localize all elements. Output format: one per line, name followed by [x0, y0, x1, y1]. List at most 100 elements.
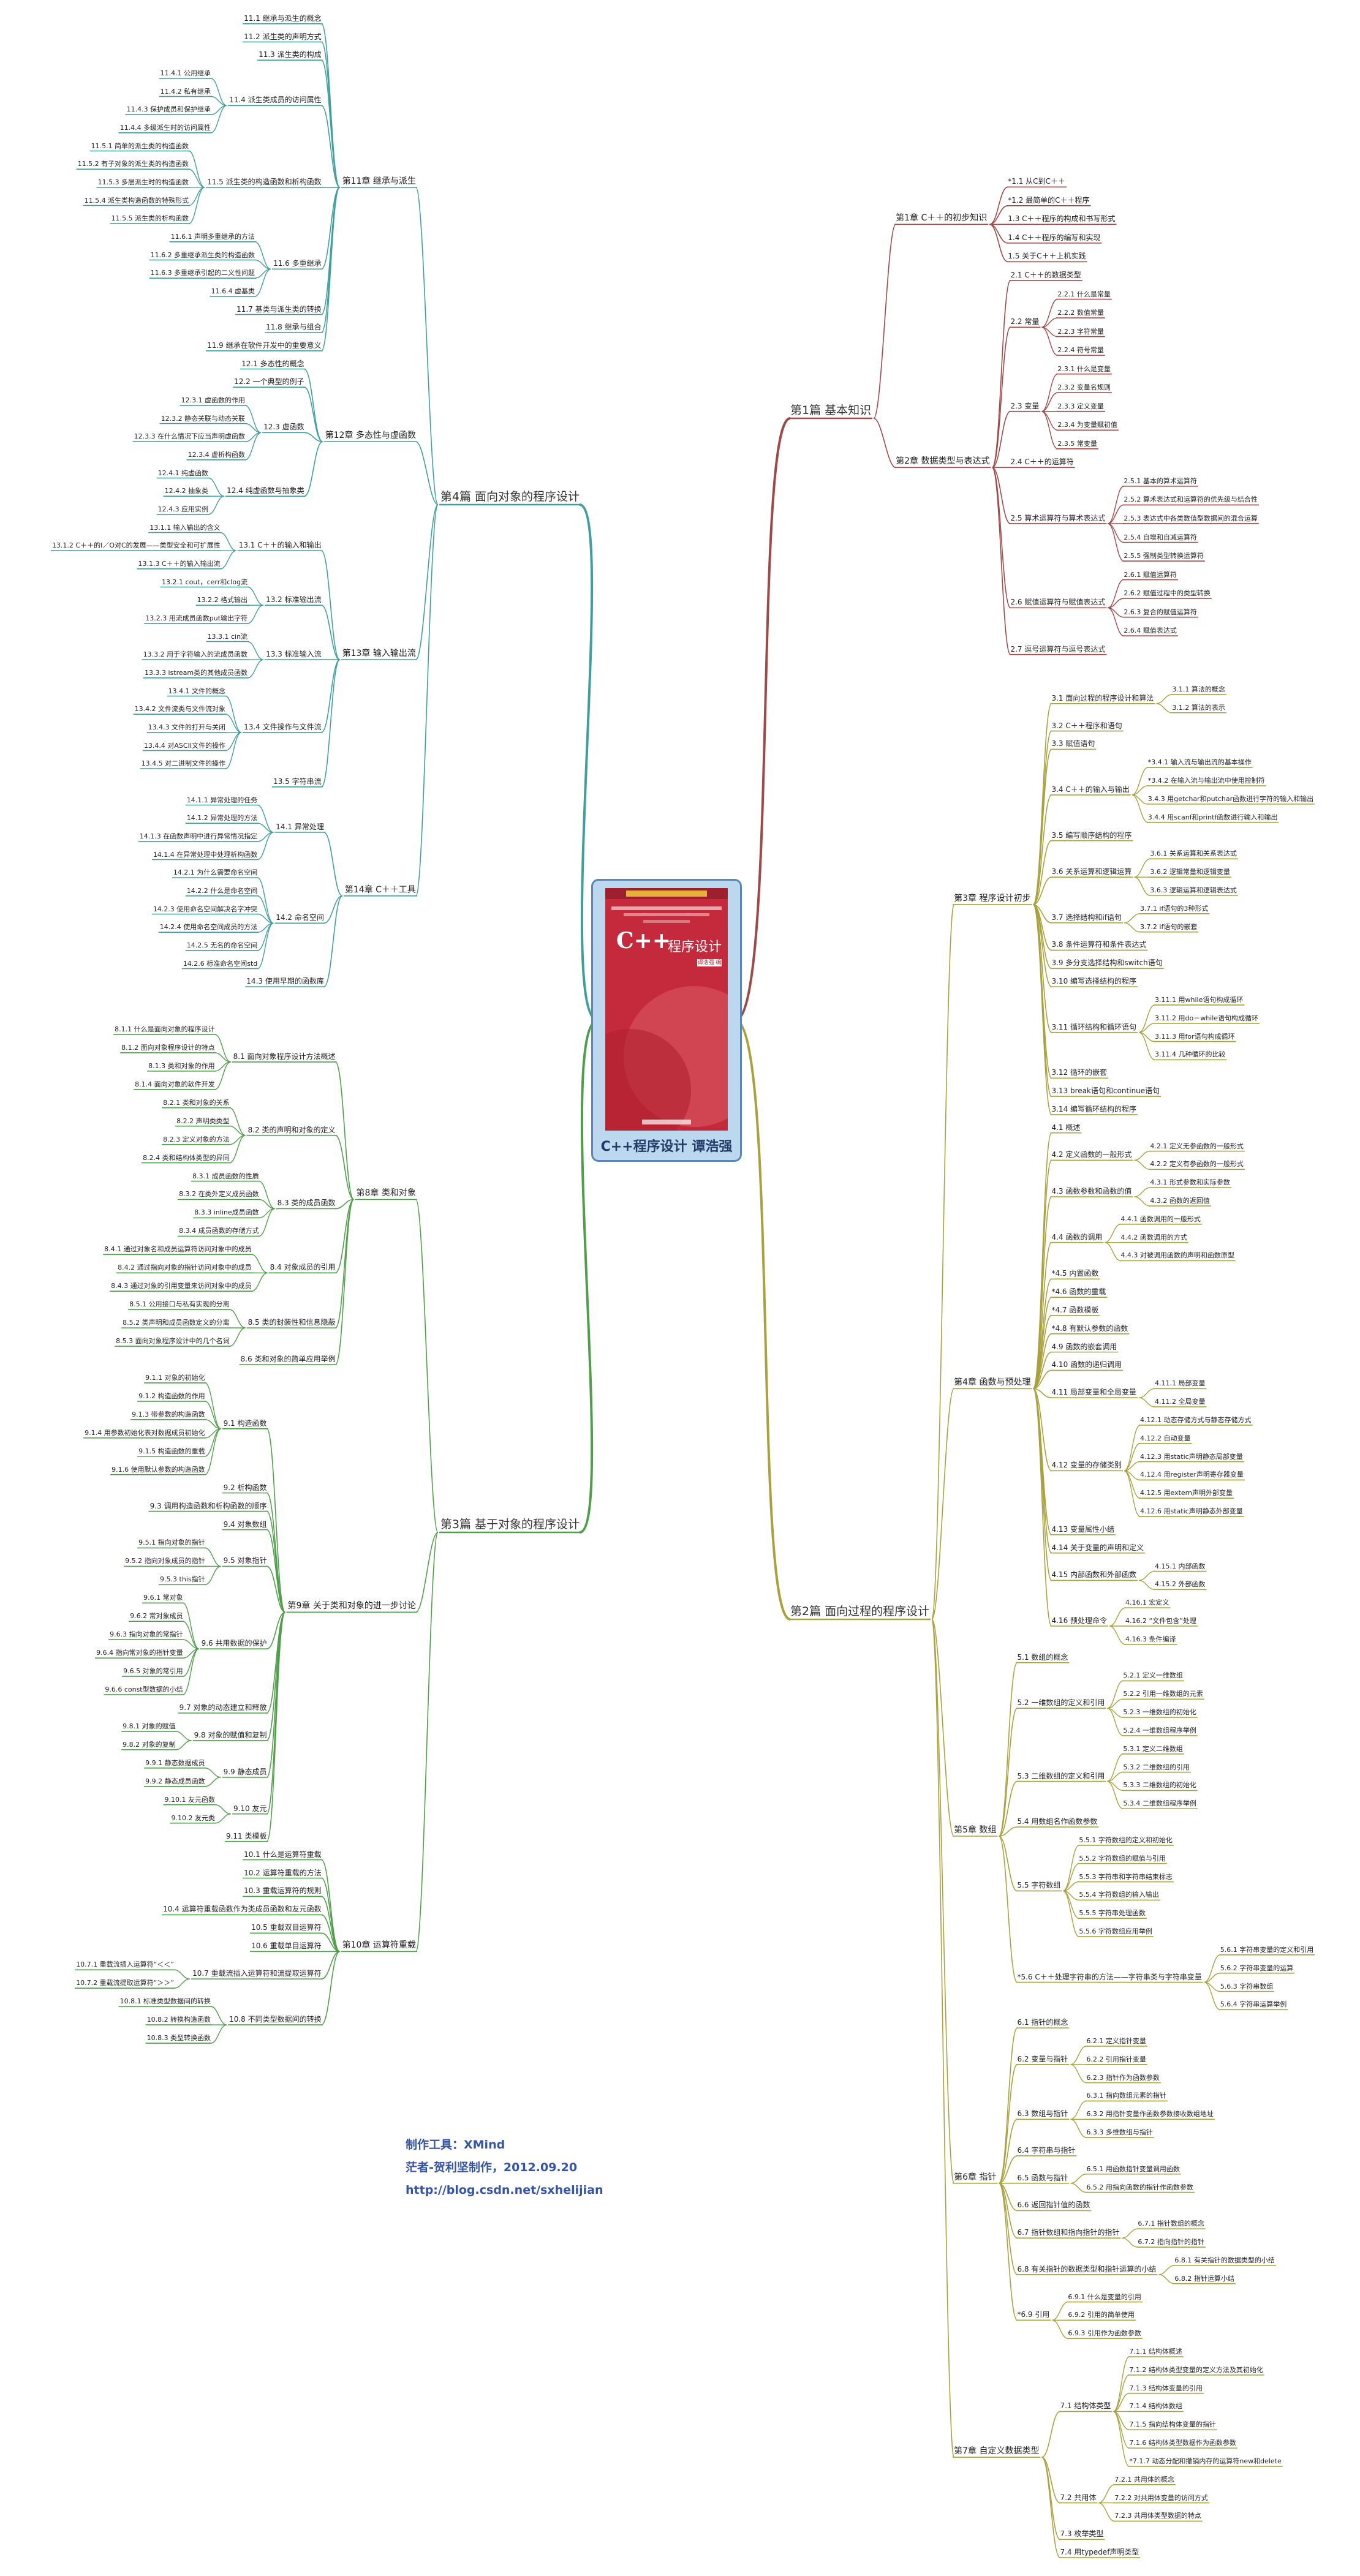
subtopic-9-1-2[interactable]: 9.1.2 构造函数的作用: [138, 1392, 205, 1400]
subtopic-5-6-4[interactable]: 5.6.4 字符串运算举例: [1220, 2000, 1287, 2009]
topic-10-8[interactable]: 10.8 不同类型数据间的转换: [229, 2015, 322, 2024]
subtopic-7-2-3[interactable]: 7.2.3 共用体类型数据的特点: [1114, 2512, 1201, 2520]
subtopic-8-1-1[interactable]: 8.1.1 什么是面向对象的程序设计: [115, 1025, 215, 1033]
subtopic-13-3-2[interactable]: 13.3.2 用于字符输入的流成员函数: [143, 650, 248, 659]
subtopic-4-11-2[interactable]: 4.11.2 全局变量: [1155, 1398, 1206, 1406]
topic-11-1[interactable]: 11.1 继承与派生的概念: [244, 13, 322, 23]
subtopic-6-2-1[interactable]: 6.2.1 定义指针变量: [1086, 2036, 1146, 2045]
topic-9-9[interactable]: 9.9 静态成员: [223, 1767, 267, 1776]
subtopic-14-2-1[interactable]: 14.2.1 为什么需要命名空间: [173, 868, 258, 877]
subtopic-10-7-2[interactable]: 10.7.2 重载流提取运算符“＞＞”: [76, 1979, 175, 1987]
subtopic-9-6-5[interactable]: 9.6.5 对象的常引用: [123, 1667, 183, 1676]
subtopic-11-4-3[interactable]: 11.4.3 保护成员和保护继承: [126, 105, 211, 114]
topic-11-7[interactable]: 11.7 基类与派生类的转换: [236, 304, 322, 314]
subtopic-13-2-2[interactable]: 13.2.2 格式输出: [197, 596, 248, 604]
topic-3-3[interactable]: 3.3 赋值语句: [1051, 739, 1095, 748]
topic-11-8[interactable]: 11.8 继承与组合: [266, 323, 322, 332]
subtopic-7-1-5[interactable]: 7.1.5 指向结构体变量的指针: [1129, 2420, 1216, 2429]
topic-2-6[interactable]: 2.6 赋值运算符与赋值表达式: [1010, 598, 1106, 607]
subtopic-11-6-1[interactable]: 11.6.1 声明多重继承的方法: [170, 232, 255, 241]
subtopic-5-5-5[interactable]: 5.5.5 字符串处理函数: [1079, 1909, 1146, 1918]
topic-14-3[interactable]: 14.3 使用早期的函数库: [246, 977, 324, 986]
subtopic-9-9-2[interactable]: 9.9.2 静态成员函数: [145, 1777, 205, 1785]
subtopic-9-10-1[interactable]: 9.10.1 友元函数: [164, 1795, 215, 1804]
subtopic-2-5-1[interactable]: 2.5.1 基本的算术运算符: [1124, 476, 1197, 485]
subtopic-2-6-4[interactable]: 2.6.4 赋值表达式: [1124, 627, 1177, 635]
subtopic-5-5-4[interactable]: 5.5.4 字符数组的输入输出: [1079, 1891, 1159, 1899]
subtopic-6-9-3[interactable]: 6.9.3 引用作为函数参数: [1068, 2329, 1141, 2338]
topic-13-1[interactable]: 13.1 C＋＋的输入和输出: [238, 541, 322, 550]
chapter-1-2[interactable]: 第2章 数据类型与表达式: [896, 456, 990, 467]
subtopic-8-3-4[interactable]: 8.3.4 成员函数的存储方式: [179, 1227, 259, 1235]
subtopic-14-1-3[interactable]: 14.1.3 在函数声明中进行异常情况指定: [139, 832, 258, 840]
part-4-topic[interactable]: 第4篇 面向对象的程序设计: [440, 490, 580, 503]
central-topic[interactable]: C++ 程序设计 谭浩强 编著 C++程序设计 谭浩强: [591, 879, 742, 1162]
subtopic-13-3-1[interactable]: 13.3.1 cin流: [207, 632, 248, 641]
subtopic-12-3-1[interactable]: 12.3.1 虚函数的作用: [181, 396, 246, 404]
subtopic-9-10-2[interactable]: 9.10.2 友元类: [171, 1813, 215, 1822]
subtopic-9-5-3[interactable]: 9.5.3 this指针: [160, 1575, 205, 1584]
subtopic-9-1-3[interactable]: 9.1.3 带参数的构造函数: [132, 1410, 205, 1418]
subtopic-9-6-4[interactable]: 9.6.4 指向常对象的指针变量: [96, 1649, 183, 1657]
topic-9-11[interactable]: 9.11 类模板: [225, 1831, 267, 1840]
subtopic-6-8-1[interactable]: 6.8.1 有关指针的数据类型的小结: [1174, 2256, 1275, 2264]
topic-9-1[interactable]: 9.1 构造函数: [223, 1418, 267, 1428]
subtopic-8-3-2[interactable]: 8.3.2 在类外定义成员函数: [179, 1190, 259, 1199]
topic-4-15[interactable]: 4.15 内部函数和外部函数: [1051, 1570, 1137, 1580]
subtopic-7-1-4[interactable]: 7.1.4 结构体数组: [1129, 2402, 1182, 2411]
subtopic-6-5-2[interactable]: 6.5.2 用指向函数的指针作函数参数: [1086, 2183, 1193, 2191]
subtopic-9-6-6[interactable]: 9.6.6 const型数据的小结: [105, 1685, 183, 1694]
subtopic-7-1-3[interactable]: 7.1.3 结构体变量的引用: [1129, 2384, 1203, 2392]
subtopic-3-7-1[interactable]: 3.7.1 if语句的3种形式: [1139, 904, 1209, 913]
topic-8-6[interactable]: 8.6 类和对象的简单应用举例: [240, 1355, 336, 1363]
topic-2-7[interactable]: 2.7 逗号运算符与逗号表达式: [1010, 644, 1106, 653]
topic-4-6[interactable]: *4.6 函数的重载: [1051, 1287, 1106, 1297]
subtopic-6-5-1[interactable]: 6.5.1 用函数指针变量调用函数: [1086, 2164, 1180, 2173]
subtopic-4-16-1[interactable]: 4.16.1 宏定义: [1125, 1599, 1169, 1607]
topic-7-4[interactable]: 7.4 用typedef声明类型: [1060, 2548, 1139, 2557]
subtopic-3-4-3[interactable]: 3.4.3 用getchar和putchar函数进行字符的输入和输出: [1147, 794, 1314, 803]
subtopic-4-16-3[interactable]: 4.16.3 条件编译: [1125, 1635, 1176, 1643]
chapter-3-3[interactable]: 第10章 运算符重载: [342, 1940, 416, 1951]
topic-2-2[interactable]: 2.2 常量: [1010, 317, 1040, 326]
topic-5-1[interactable]: 5.1 数组的概念: [1017, 1652, 1068, 1662]
subtopic-7-1-2[interactable]: 7.1.2 结构体类型变量的定义方法及其初始化: [1129, 2365, 1263, 2374]
topic-10-2[interactable]: 10.2 运算符重载的方法: [244, 1868, 322, 1877]
subtopic-11-5-2[interactable]: 11.5.2 有子对象的派生类的构造函数: [77, 160, 189, 168]
subtopic-5-2-4[interactable]: 5.2.4 一维数组程序举例: [1123, 1726, 1196, 1734]
topic-4-5[interactable]: *4.5 内置函数: [1051, 1269, 1099, 1278]
topic-14-1[interactable]: 14.1 异常处理: [276, 823, 324, 831]
subtopic-3-7-2[interactable]: 3.7.2 if语句的嵌套: [1139, 922, 1198, 931]
subtopic-2-6-1[interactable]: 2.6.1 赋值运算符: [1124, 570, 1177, 579]
subtopic-3-6-1[interactable]: 3.6.1 关系运算和关系表达式: [1150, 849, 1237, 858]
subtopic-5-2-1[interactable]: 5.2.1 定义一维数组: [1123, 1671, 1183, 1680]
subtopic-2-3-3[interactable]: 2.3.3 定义变量: [1057, 402, 1104, 410]
topic-6-5[interactable]: 6.5 函数与指针: [1017, 2173, 1068, 2182]
subtopic-5-5-2[interactable]: 5.5.2 字符数组的赋值与引用: [1079, 1854, 1166, 1862]
topic-9-4[interactable]: 9.4 对象数组: [223, 1520, 267, 1529]
topic-3-5[interactable]: 3.5 编写顺序结构的程序: [1051, 830, 1132, 840]
topic-6-7[interactable]: 6.7 指针数组和指向指针的指针: [1017, 2228, 1120, 2237]
subtopic-11-5-1[interactable]: 11.5.1 简单的派生类的构造函数: [91, 141, 189, 150]
subtopic-2-3-1[interactable]: 2.3.1 什么是变量: [1057, 364, 1111, 373]
topic-13-5[interactable]: 13.5 字符串流: [273, 777, 322, 786]
topic-8-3[interactable]: 8.3 类的成员函数: [277, 1199, 336, 1208]
topic-3-7[interactable]: 3.7 选择结构和if语句: [1051, 913, 1122, 922]
subtopic-7-1-6[interactable]: 7.1.6 结构体类型数据作为函数参数: [1129, 2439, 1236, 2447]
subtopic-3-11-3[interactable]: 3.11.3 用for语句构成循环: [1155, 1032, 1235, 1041]
chapter-1-1[interactable]: 第1章 C＋＋的初步知识: [896, 213, 988, 224]
subtopic-9-1-6[interactable]: 9.1.6 使用默认参数的构造函数: [111, 1465, 205, 1474]
chapter-4-3[interactable]: 第13章 输入输出流: [342, 649, 416, 659]
topic-1-4[interactable]: 1.4 C＋＋程序的编写和实现: [1008, 233, 1101, 242]
topic-11-9[interactable]: 11.9 继承在软件开发中的重要意义: [207, 341, 322, 350]
subtopic-4-12-6[interactable]: 4.12.6 用static声明静态外部变量: [1140, 1507, 1243, 1516]
subtopic-4-15-1[interactable]: 4.15.1 内部函数: [1155, 1562, 1206, 1570]
subtopic-4-12-3[interactable]: 4.12.3 用static声明静态局部变量: [1140, 1452, 1243, 1461]
subtopic-8-4-2[interactable]: 8.4.2 通过指向对象的指针访问对象中的成员: [118, 1264, 252, 1272]
subtopic-8-2-3[interactable]: 8.2.3 定义对象的方法: [163, 1135, 230, 1143]
topic-4-9[interactable]: 4.9 函数的嵌套调用: [1051, 1342, 1117, 1351]
topic-5-4[interactable]: 5.4 用数组名作函数参数: [1017, 1817, 1098, 1826]
subtopic-3-1-1[interactable]: 3.1.1 算法的概念: [1172, 685, 1225, 693]
subtopic-4-12-2[interactable]: 4.12.2 自动变量: [1140, 1434, 1191, 1442]
subtopic-6-2-3[interactable]: 6.2.3 指针作为函数参数: [1086, 2073, 1160, 2082]
